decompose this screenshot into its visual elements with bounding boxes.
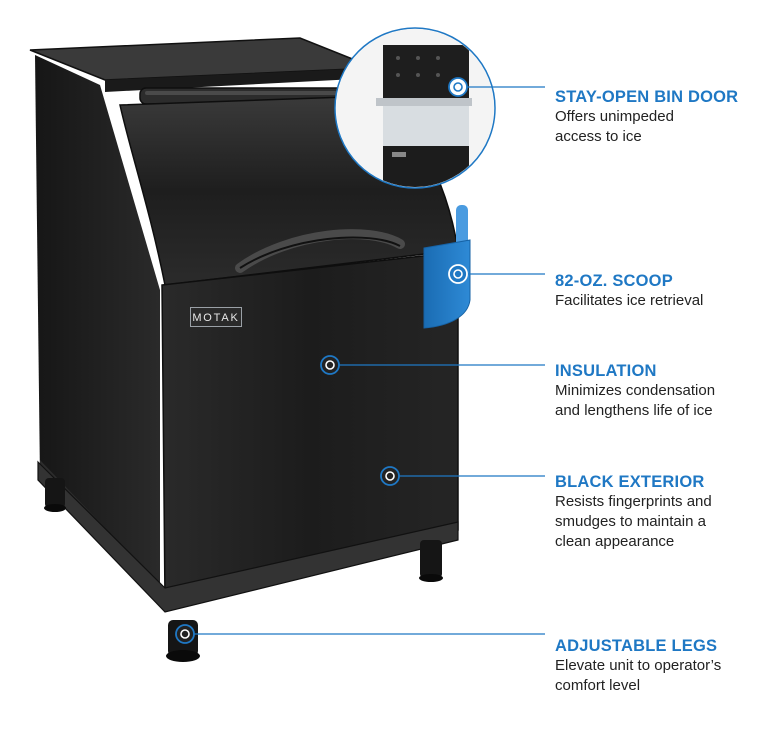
target-circle-icon: [448, 264, 468, 284]
callout-description: Resists fingerprints and smudges to main…: [555, 493, 712, 550]
callout-lines: [185, 86, 545, 635]
callout-stay-open-bin-door: STAY-OPEN BIN DOOR Offers unimpeded acce…: [555, 87, 760, 147]
callout-adjustable-legs: ADJUSTABLE LEGS Elevate unit to operator…: [555, 636, 760, 696]
callout-title: BLACK EXTERIOR: [555, 473, 705, 491]
brand-logo: MOTAK: [190, 307, 242, 327]
callout-markers: [175, 77, 468, 644]
callout-description: Offers unimpeded access to ice: [555, 108, 674, 145]
callout-scoop: 82-OZ. SCOOP Facilitates ice retrieval: [555, 271, 760, 311]
target-circle-icon: [448, 77, 468, 97]
target-circle-icon: [380, 466, 400, 486]
callout-title: ADJUSTABLE LEGS: [555, 637, 718, 655]
scoop: [423, 205, 471, 329]
callout-title: 82-OZ. SCOOP: [555, 272, 673, 290]
callout-description: Minimizes condensation and lengthens lif…: [555, 382, 716, 419]
target-circle-icon: [175, 624, 195, 644]
bin-base: [37, 460, 459, 613]
open-door-inset: [334, 27, 496, 189]
callout-title: INSULATION: [555, 362, 657, 380]
bin-side-panel: [35, 55, 160, 600]
callout-insulation: INSULATION Minimizes condensation and le…: [555, 361, 760, 421]
callout-description: Facilitates ice retrieval: [555, 292, 704, 309]
callout-black-exterior: BLACK EXTERIOR Resists fingerprints and …: [555, 472, 760, 552]
target-circle-icon: [320, 355, 340, 375]
callout-description: Elevate unit to operator’s comfort level: [555, 657, 722, 694]
bin-top: [29, 37, 376, 92]
callout-title: STAY-OPEN BIN DOOR: [555, 88, 739, 106]
